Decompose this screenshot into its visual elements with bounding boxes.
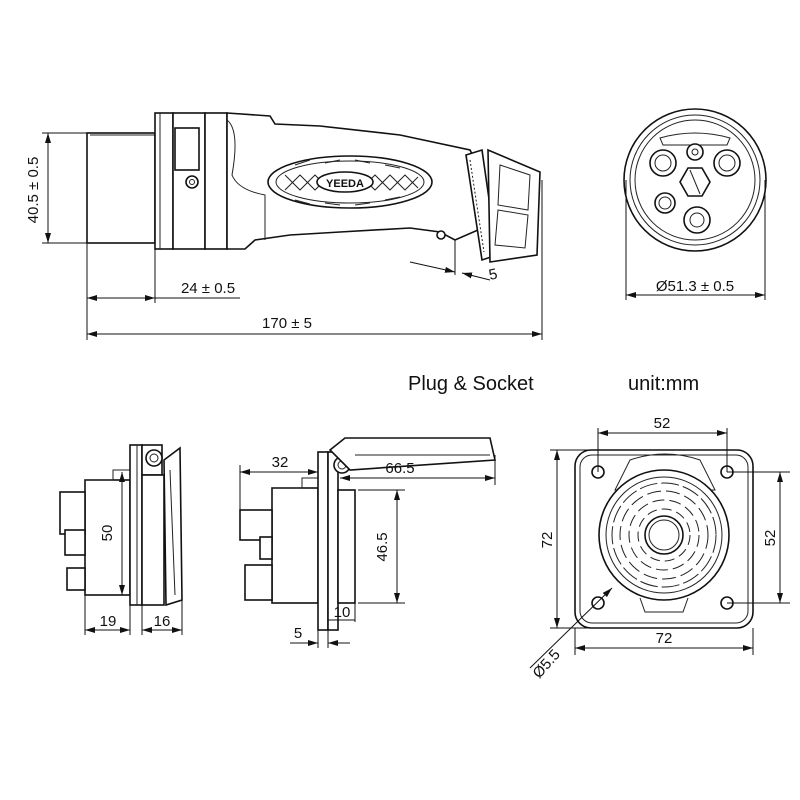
socket-flange: [129, 444, 143, 606]
dim-label-5: 5: [294, 625, 302, 642]
cable-gland: [487, 148, 541, 263]
dimension-46-5: 46.5: [358, 489, 405, 604]
dim-label-52-x: 52: [654, 415, 671, 432]
drawing-title: Plug & Socket: [408, 373, 534, 395]
dim-label-72-h: 72: [539, 532, 556, 549]
dimension-66-5: 66.5: [340, 455, 496, 485]
dim-label-10: 10: [334, 604, 351, 621]
socket-front-view: 52 52 72 72 Ø5.5: [529, 415, 790, 682]
plug-latch-window: [174, 127, 200, 171]
socket-flange-open: [317, 451, 329, 631]
dimension-plate-width: 72: [574, 628, 754, 655]
pin-socket-4: [683, 206, 711, 234]
plug-side-view: YEEDA 40.5 ± 0.5 24 ± 0.5 170 ± 5: [25, 112, 543, 340]
dim-label-66-5: 66.5: [385, 460, 414, 477]
dimension-socket-height: 50: [99, 472, 125, 595]
screw-icon: [185, 175, 199, 189]
dimension-diameter: Ø51.3 ± 0.5: [625, 180, 766, 300]
pin-socket-2: [713, 149, 741, 177]
dimension-hole-spacing-y: 52: [727, 471, 790, 604]
dimension-total-length: 170 ± 5: [87, 180, 543, 340]
dimension-rear-depth: 19: [84, 595, 131, 635]
dimension-front-depth: 16: [141, 600, 183, 635]
dimension-nose-length: 24 ± 0.5: [86, 243, 240, 340]
plug-nose: [86, 132, 156, 244]
dim-label-socket-height: 50: [99, 525, 116, 542]
dimension-10: 10: [328, 603, 356, 622]
socket-side-view-open: 32 66.5 46.5 10 5: [239, 437, 496, 648]
dimension-height: 40.5 ± 0.5: [25, 132, 87, 244]
dim-label-nose-length: 24 ± 0.5: [181, 280, 235, 297]
dimension-5: 5: [290, 625, 350, 648]
signal-pin: [686, 143, 704, 161]
dimension-32: 32: [239, 454, 318, 510]
mount-hole-bl: [591, 596, 605, 610]
socket-lid-closed: [163, 446, 183, 607]
plug-front-view: Ø51.3 ± 0.5: [623, 108, 767, 300]
pin-socket-1: [649, 149, 677, 177]
dim-label-diameter: Ø51.3 ± 0.5: [656, 278, 734, 295]
pin-socket-3: [654, 192, 676, 214]
dim-label-52-y: 52: [762, 530, 779, 547]
dim-label-32: 32: [272, 454, 289, 471]
unit-label: unit:mm: [628, 373, 699, 395]
dim-label-hole-diameter: Ø5.5: [529, 646, 563, 682]
socket-lid-open: [328, 437, 496, 471]
dim-label-total-length: 170 ± 5: [262, 315, 312, 332]
plug-collar: [154, 112, 174, 250]
dim-label-height: 40.5 ± 0.5: [25, 157, 42, 224]
brand-logo: YEEDA: [326, 178, 364, 190]
dimension-gland: 5: [409, 240, 499, 284]
dim-label-46-5: 46.5: [374, 532, 391, 561]
dim-label-rear-depth: 19: [100, 613, 117, 630]
dim-label-front-depth: 16: [154, 613, 171, 630]
dim-label-gland: 5: [487, 266, 499, 284]
dim-label-72-w: 72: [656, 630, 673, 647]
socket-side-view-closed: 50 19 16: [59, 444, 183, 635]
